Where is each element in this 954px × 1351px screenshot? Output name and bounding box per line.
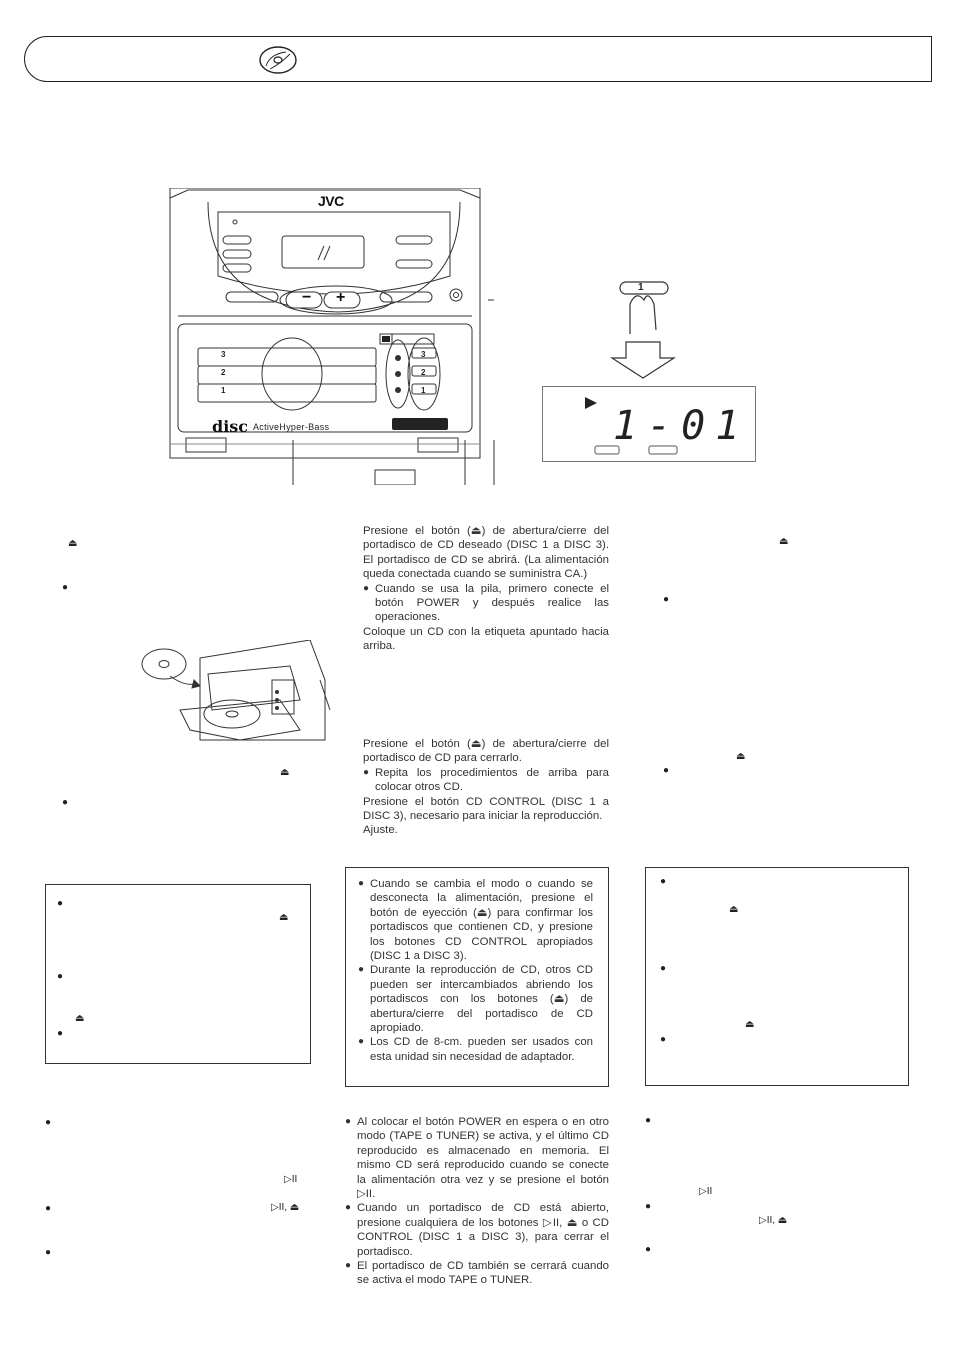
note-1: Al colocar el botón POWER en espera o en… [345, 1115, 609, 1201]
step-2-block: Presione el botón (⏏) de abertura/cierre… [363, 737, 609, 838]
step-3-text-b: Ajuste. [363, 824, 398, 837]
tray-label-3: 3 [221, 350, 226, 359]
bullet: ● [57, 1028, 64, 1039]
eject-symbol: ⏏ [745, 1019, 755, 1030]
note-3: El portadisco de CD también se cerrará c… [345, 1259, 609, 1288]
eject-symbol: ⏏ [729, 904, 739, 915]
tray-label-1: 1 [221, 386, 226, 395]
step-1-text: Presione el botón (⏏) de abertura/cierre… [363, 525, 609, 581]
eject-symbol: ⏏ [779, 536, 789, 547]
volume-minus-label: − [302, 289, 312, 306]
volume-plus-label: + [336, 289, 346, 306]
step-1-block: Presione el botón (⏏) de abertura/cierre… [363, 524, 609, 654]
compact-disc-icon [258, 44, 298, 76]
remote-disc-1-key[interactable]: 1 [638, 282, 644, 293]
stereo-unit-illustration [168, 188, 498, 488]
box-note-3: Los CD de 8-cm. pueden ser usados con es… [358, 1035, 593, 1064]
bullet: ● [663, 594, 670, 605]
middle-note-box: Cuando se cambia el modo o cuando se des… [345, 867, 609, 1087]
note-2: Cuando un portadisco de CD está abierto,… [345, 1201, 609, 1259]
bullet: ● [45, 1117, 52, 1128]
step-2-text: Presione el botón (⏏) de abertura/cierre… [363, 738, 609, 765]
bullet: ● [663, 765, 670, 776]
box-note-1: Cuando se cambia el modo o cuando se des… [358, 877, 593, 963]
bullet: ● [45, 1247, 52, 1258]
hyper-bass-logo: ActiveHyper-Bass [253, 422, 330, 432]
section-header-frame [24, 36, 932, 82]
key-press-illustration [600, 280, 690, 380]
lcd-display: 1-01 [542, 386, 756, 462]
disc-key-1[interactable]: 1 [421, 386, 426, 395]
step-3-text: Presione el botón CD CONTROL (DISC 1 a D… [363, 795, 609, 823]
right-note-box [645, 867, 909, 1086]
bullet: ● [45, 1203, 52, 1214]
bottom-notes: Al colocar el botón POWER en espera o en… [345, 1115, 609, 1288]
cd-loading-illustration [140, 640, 335, 750]
bullet: ● [645, 1115, 652, 1126]
play-pause-eject-symbol: ▷II, ⏏ [271, 1202, 300, 1213]
disc-logo: disc [212, 417, 249, 436]
disc-key-3[interactable]: 3 [421, 350, 426, 359]
bullet: ● [645, 1244, 652, 1255]
eject-symbol: ⏏ [75, 1013, 85, 1024]
step-1-bullet: Cuando se usa la pila, primero conecte e… [363, 582, 609, 625]
brand-logo: JVC [318, 193, 344, 209]
bullet: ● [660, 876, 667, 887]
disc-key-2[interactable]: 2 [421, 368, 426, 377]
bullet: ● [62, 797, 69, 808]
play-pause-symbol: ▷II [699, 1186, 713, 1197]
step-2-bullet: Repita los procedimientos de arriba para… [363, 766, 609, 795]
box-note-2: Durante la reproducción de CD, otros CD … [358, 963, 593, 1035]
play-pause-symbol: ▷II [284, 1174, 298, 1185]
callout-lines [280, 440, 500, 485]
left-note-box [45, 884, 311, 1064]
eject-symbol: ⏏ [280, 767, 290, 778]
eject-symbol: ⏏ [279, 912, 289, 923]
tray-label-2: 2 [221, 368, 226, 377]
pro-badge: PRO [367, 421, 387, 431]
bullet: ● [645, 1201, 652, 1212]
play-pause-eject-symbol: ▷II, ⏏ [759, 1215, 788, 1226]
bullet: ● [57, 971, 64, 982]
eject-symbol: ⏏ [736, 751, 746, 762]
eject-symbol: ⏏ [68, 538, 78, 549]
step-1-text-b: Coloque un CD con la etiqueta apuntado h… [363, 625, 609, 653]
bullet: ● [660, 1034, 667, 1045]
bullet: ● [62, 582, 69, 593]
bullet: ● [660, 963, 667, 974]
lcd-readout: 1-01 [613, 403, 750, 449]
bullet: ● [57, 898, 64, 909]
